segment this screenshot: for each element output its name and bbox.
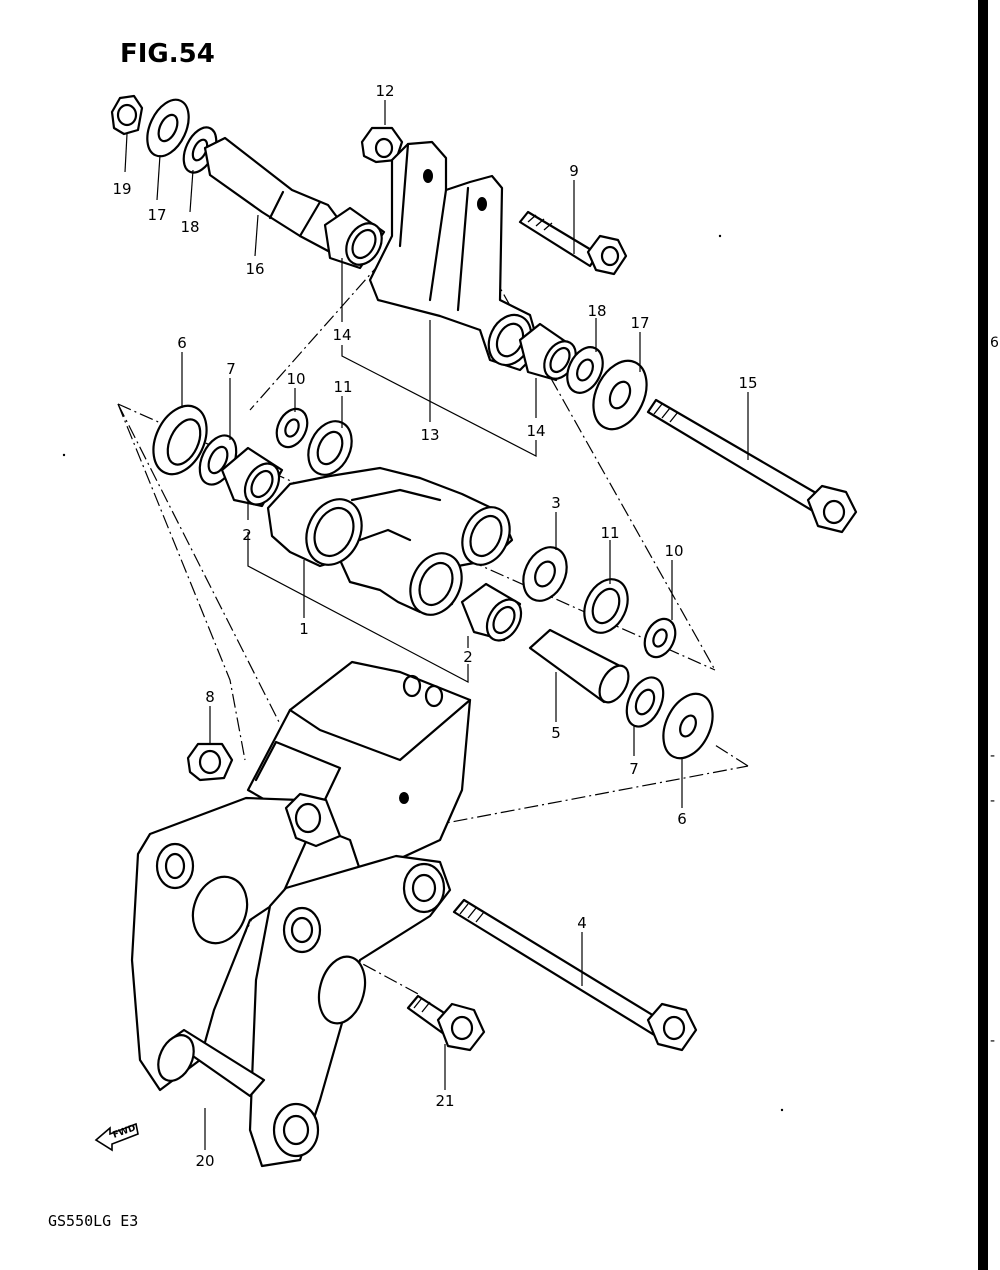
part-4-bolt [452,898,698,1052]
callout-10-lower: 10 [664,542,683,560]
callout-18-right: 18 [587,302,606,320]
fwd-arrow-icon: FWD [94,1122,139,1152]
callout-7-lower: 7 [629,760,639,778]
callout-2-left: 2 [242,526,252,544]
speck-dot [780,1108,784,1112]
model-code: GS550LG E3 [48,1212,138,1230]
callout-14-left: 14 [332,326,351,344]
callout-17-right: 17 [630,314,649,332]
callout-8: 8 [205,688,215,706]
callout-7-top: 7 [226,360,236,378]
callout-3: 3 [551,494,561,512]
callout-14-right: 14 [526,422,545,440]
callout-6-lower: 6 [677,810,687,828]
callout-2-right: 2 [463,648,473,666]
callout-18-left: 18 [180,218,199,236]
callout-5: 5 [551,724,561,742]
leader-lines [124,100,749,1150]
callout-11-top: 11 [333,378,352,396]
part-6-7-2-left-stack [152,404,284,508]
callout-21: 21 [435,1092,454,1110]
callout-15: 15 [738,374,757,392]
part-13-bracket [368,140,577,382]
figure-title: FIG.54 [120,39,215,69]
edge-mark-1: 6 [990,335,999,351]
edge-mark-3: - [990,793,995,809]
page-edge-bar [978,0,988,1270]
edge-mark-2: - [990,748,995,764]
callout-numbers: 19 17 18 16 12 9 14 14 13 18 17 15 6 7 1… [112,82,757,1170]
part-8-nut [186,742,234,782]
callout-19: 19 [112,180,131,198]
part-right-lower-stack [460,546,714,760]
part-1-lever [266,466,514,616]
edge-mark-4: - [990,1033,995,1049]
part-20-bracket [130,660,472,1168]
part-16-shaft-assembly [110,94,386,270]
callout-20: 20 [195,1152,214,1170]
callout-6-top: 6 [177,334,187,352]
part-10-11-upper [275,407,353,476]
speck-dot [62,453,66,457]
part-15-bolt-assembly [566,346,858,534]
callout-1: 1 [299,620,309,638]
callout-9: 9 [569,162,579,180]
part-9-bolt [518,210,628,276]
callout-12: 12 [375,82,394,100]
callout-17-left: 17 [147,206,166,224]
speck-dot [718,234,722,238]
part-12-nut [360,126,404,164]
callout-11-lower: 11 [600,524,619,542]
callout-13: 13 [420,426,439,444]
callout-10-top: 10 [286,370,305,388]
part-21-bolt [406,994,486,1052]
callout-16: 16 [245,260,264,278]
callout-4: 4 [577,914,587,932]
